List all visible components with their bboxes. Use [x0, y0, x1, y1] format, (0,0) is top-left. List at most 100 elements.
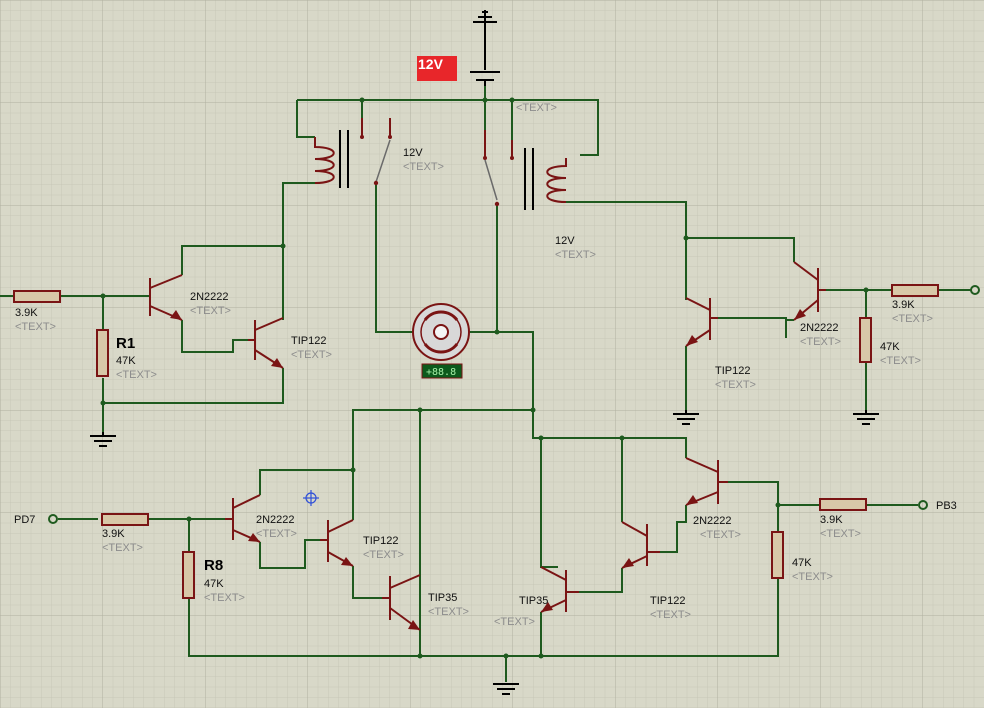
transistor-label: 2N2222 [190, 291, 229, 303]
resistor-3-9k-right-top[interactable] [891, 284, 939, 297]
resistor-r8[interactable] [182, 551, 195, 599]
junction [359, 97, 365, 103]
junction [863, 287, 869, 293]
transistor-2n2222-right-bottom[interactable] [685, 457, 728, 506]
placeholder-text: <TEXT> [291, 349, 332, 361]
transistor-tip122-left-top[interactable] [248, 317, 284, 369]
junction [482, 97, 488, 103]
placeholder-text: <TEXT> [700, 529, 741, 541]
wire [188, 578, 779, 657]
wire [296, 100, 315, 138]
power-label-background [417, 56, 457, 81]
junction [417, 407, 423, 413]
relay-switch-arm-right [484, 159, 498, 201]
junction [100, 400, 106, 406]
resistor-3-9k-right-bottom[interactable] [819, 498, 867, 511]
junction [417, 653, 423, 659]
junction [186, 516, 192, 522]
motor-rpm-readout: +88.8 [426, 367, 456, 378]
wire [660, 505, 687, 553]
transistor-label: 2N2222 [256, 514, 295, 526]
ground-symbol-right-top-2[interactable] [853, 410, 879, 425]
placeholder-text: <TEXT> [494, 616, 535, 628]
resistor-value: 47K [116, 355, 136, 367]
relay-right-voltage: 12V [555, 235, 575, 247]
relay-left-placeholder: <TEXT> [403, 161, 444, 173]
resistor-47k-right-bottom[interactable] [771, 531, 784, 579]
relay-coil-right [546, 158, 567, 203]
resistor-3-9k-left-top[interactable] [13, 290, 61, 303]
wire [259, 469, 353, 495]
dc-motor[interactable] [412, 303, 470, 361]
transistor-label: TIP122 [363, 535, 398, 547]
transistor-label: TIP122 [291, 335, 326, 347]
input-terminal-right-top[interactable] [970, 285, 980, 295]
placeholder-text: <TEXT> [256, 528, 297, 540]
transistor-tip122-left-bottom[interactable] [320, 519, 354, 567]
resistor-47k-right-top[interactable] [859, 317, 872, 363]
transistor-tip122-right-top[interactable] [685, 297, 718, 347]
wire [297, 99, 599, 156]
relay-coil-left [314, 137, 335, 184]
resistor-value: 3.9K [15, 307, 38, 319]
wire [103, 368, 284, 404]
wire [579, 568, 623, 593]
port-label-pd7: PD7 [14, 514, 35, 526]
junction [619, 435, 625, 441]
input-terminal-pd7[interactable] [48, 514, 58, 524]
wire [375, 185, 413, 333]
motor-rpm-meter: +88.8 [421, 363, 463, 379]
transistor-2n2222-left-bottom[interactable] [225, 494, 261, 543]
resistor-value: 3.9K [820, 514, 843, 526]
junction [503, 653, 509, 659]
resistor-3-9k-left-bottom[interactable] [101, 513, 149, 526]
wire [532, 410, 687, 458]
relay-left-voltage: 12V [403, 147, 423, 159]
junction [494, 329, 500, 335]
transistor-tip35-right-bottom[interactable] [540, 566, 579, 613]
transistor-label: 2N2222 [693, 515, 732, 527]
placeholder-text: <TEXT> [820, 528, 861, 540]
placeholder-text: <TEXT> [102, 542, 143, 554]
placeholder-text: <TEXT> [800, 336, 841, 348]
relay-right[interactable] [483, 130, 567, 210]
placeholder-text: <TEXT> [204, 592, 245, 604]
junction [280, 243, 286, 249]
relay-right-placeholder: <TEXT> [555, 249, 596, 261]
ground-symbol-left-top[interactable] [90, 432, 116, 447]
transistor-tip35-left-bottom[interactable] [382, 574, 421, 631]
port-label-pb3: PB3 [936, 500, 957, 512]
battery-symbol[interactable] [470, 71, 500, 86]
placeholder-text: <TEXT> [650, 609, 691, 621]
placeholder-text: <TEXT> [190, 305, 231, 317]
ground-symbol-right-top-1[interactable] [673, 410, 699, 425]
transistor-label: TIP35 [428, 592, 457, 604]
transistor-2n2222-right-top[interactable] [793, 261, 826, 321]
junction [775, 502, 781, 508]
resistor-value: 47K [204, 578, 224, 590]
transistor-label: 2N2222 [800, 322, 839, 334]
resistor-r1[interactable] [96, 329, 109, 377]
resistor-value: 3.9K [102, 528, 125, 540]
input-terminal-pb3[interactable] [918, 500, 928, 510]
ground-symbol-bottom[interactable] [493, 683, 519, 695]
transistor-tip122-right-bottom[interactable] [621, 521, 660, 569]
power-label: 12V [418, 56, 444, 72]
top-placeholder: <TEXT> [516, 102, 557, 114]
junction [350, 467, 356, 473]
junction [683, 235, 689, 241]
wire [259, 539, 320, 569]
placeholder-text: <TEXT> [116, 369, 157, 381]
placeholder-text: <TEXT> [15, 321, 56, 333]
wire [718, 317, 794, 338]
transistor-label: TIP122 [715, 365, 750, 377]
ground-symbol-top[interactable] [473, 10, 497, 70]
relay-left[interactable] [314, 118, 392, 188]
transistor-label: TIP122 [650, 595, 685, 607]
resistor-value: 47K [880, 341, 900, 353]
placeholder-text: <TEXT> [715, 379, 756, 391]
transistor-2n2222-left-top[interactable] [149, 274, 183, 321]
transistor-label: TIP35 [519, 595, 548, 607]
junction [530, 407, 536, 413]
